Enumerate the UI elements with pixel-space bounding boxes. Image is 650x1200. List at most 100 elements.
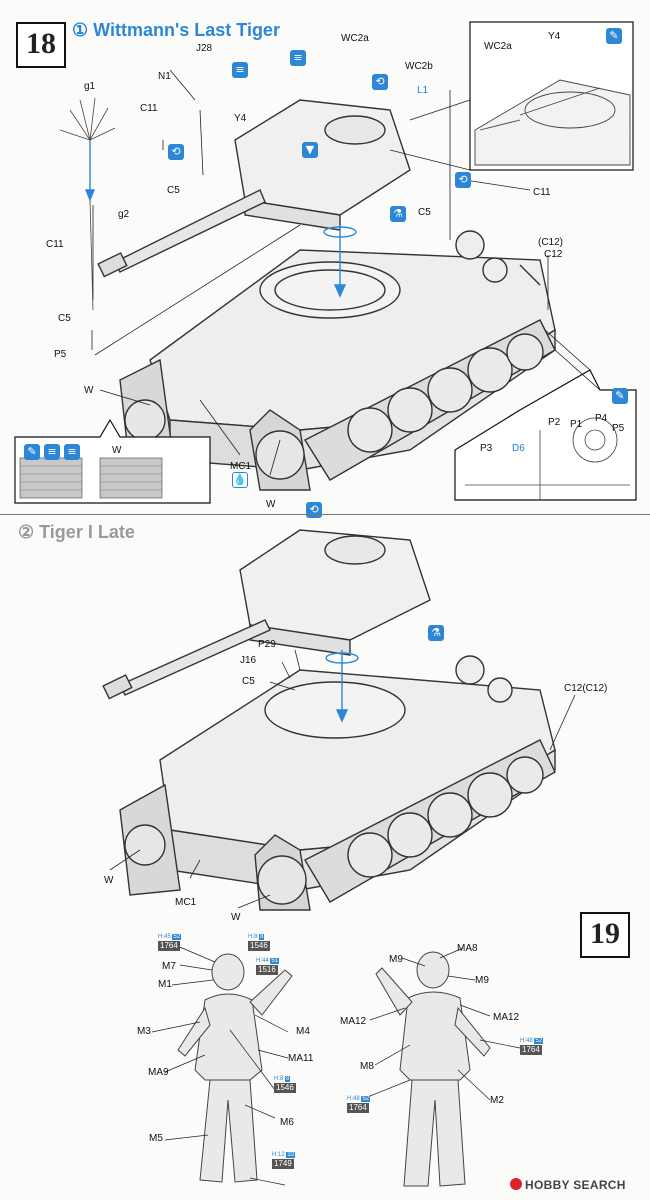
crew-figure-illustration (151, 944, 521, 1187)
paint-color-code: 1764 (347, 1103, 369, 1113)
inset-label-p5: P5 (612, 423, 625, 434)
paint-color-code: 1764 (520, 1045, 542, 1055)
paint-hobby-code: H:48 (347, 1096, 360, 1102)
part-label-c12-c12: C12(C12) (564, 683, 608, 694)
watermark-text: HOBBY SEARCH (525, 1178, 626, 1192)
paint-hobby-code: H:45 (158, 934, 171, 940)
part-label-c5-variant2: C5 (242, 676, 255, 687)
paint-index: 8 (259, 934, 265, 940)
step-18-number: 18 (16, 22, 66, 68)
part-label-n1: N1 (158, 71, 171, 82)
paint-hobby-code: H:44 (256, 958, 269, 964)
paint-ref: H:8 8 1546 (274, 1076, 296, 1093)
part-label-m5: M5 (149, 1133, 163, 1144)
paint-ref: H:44 51 1516 (256, 958, 280, 975)
part-label-c5-left: C5 (58, 313, 71, 324)
paint-color-code: 1546 (274, 1083, 296, 1093)
part-label-w-bottom: W (266, 499, 276, 510)
cement-icon: ⚗ (390, 206, 406, 222)
paint-ref: H:48 52 1764 (520, 1038, 544, 1055)
watermark-logo-icon (510, 1178, 522, 1190)
inset-label-d6: D6 (512, 443, 525, 454)
paint-index: 8 (285, 1076, 291, 1082)
paint-ref: H:48 52 1764 (347, 1096, 371, 1113)
paint-color-code: 1516 (256, 965, 278, 975)
paint-color-code: 1764 (158, 941, 180, 951)
part-label-m3: M3 (137, 1026, 151, 1037)
paint-hobby-code: H:8 (274, 1076, 284, 1082)
part-label-ma12-right: MA12 (493, 1012, 520, 1023)
paint-index: 52 (534, 1038, 544, 1044)
part-label-j16: J16 (240, 655, 257, 666)
decal-icon: ≡ (64, 444, 80, 460)
paint-brush-icon: ✎ (24, 444, 40, 460)
part-label-l1: L1 (417, 85, 429, 96)
part-label-j28: J28 (196, 43, 213, 54)
inset-label-p3: P3 (480, 443, 493, 454)
rotate-icon: ⟲ (372, 74, 388, 90)
variant-1-title: ① Wittmann's Last Tiger (72, 20, 280, 40)
part-label-ma11: MA11 (288, 1053, 314, 1064)
decal-icon: ≡ (232, 62, 248, 78)
paint-drop-icon: 💧 (232, 472, 248, 488)
cement-icon: ⚗ (428, 625, 444, 641)
part-label-y4: Y4 (234, 113, 247, 124)
watermark: HOBBY SEARCH (510, 1178, 626, 1192)
decal-icon: ≡ (290, 50, 306, 66)
part-label-m2: M2 (490, 1095, 504, 1106)
part-label-wc2a: WC2a (341, 33, 369, 44)
paint-color-code: 1546 (248, 941, 270, 951)
inset-label-p2: P2 (548, 417, 561, 428)
part-label-c11-left: C11 (140, 103, 158, 114)
paint-index: 51 (270, 958, 280, 964)
part-label-c5-right: C5 (418, 207, 431, 218)
part-label-c12: C12 (544, 249, 563, 260)
part-label-m6: M6 (280, 1117, 294, 1128)
tank-illustration-tiger-late (102, 529, 576, 911)
paint-color-code: 1749 (272, 1159, 294, 1169)
part-label-w-left: W (84, 385, 94, 396)
paint-index: 33 (286, 1152, 296, 1158)
inset-label-p4: P4 (595, 413, 608, 424)
part-label-m8: M8 (360, 1061, 374, 1072)
inset-label-w: W (112, 445, 122, 456)
paint-index: 52 (172, 934, 182, 940)
paint-hobby-code: H:12 (272, 1152, 285, 1158)
part-label-w-variant2-bottom: W (231, 912, 241, 923)
inset-label-y4: Y4 (548, 31, 561, 42)
part-label-w-variant2-left: W (104, 875, 114, 886)
inset-label-wc2a: WC2a (484, 41, 512, 52)
part-label-c11-far-left: C11 (46, 239, 64, 250)
paint-ref: H:8 8 1546 (248, 934, 270, 951)
paint-hobby-code: H:8 (248, 934, 258, 940)
part-label-p5: P5 (54, 349, 67, 360)
paint-index: 52 (361, 1096, 371, 1102)
tank-illustration-wittmann (14, 21, 637, 504)
part-label-m9-top: M9 (389, 954, 403, 965)
part-label-m4: M4 (296, 1026, 310, 1037)
variant-2-title: ② Tiger I Late (18, 522, 135, 542)
section-divider (0, 514, 650, 515)
part-label-p29: P29 (258, 639, 276, 650)
paint-brush-icon: ✎ (606, 28, 622, 44)
part-label-m9-right: M9 (475, 975, 489, 986)
rotate-icon: ⟲ (168, 144, 184, 160)
part-label-mc1-variant2: MC1 (175, 897, 197, 908)
part-label-g2: g2 (118, 209, 130, 220)
paint-ref: H:45 52 1764 (158, 934, 182, 951)
part-label-mc1: MC1 (230, 461, 252, 472)
part-label-c5-top: C5 (167, 185, 180, 196)
inset-label-p1: P1 (570, 419, 583, 430)
part-label-ma12-left: MA12 (340, 1016, 367, 1027)
part-label-g1: g1 (84, 81, 96, 92)
part-label-ma8: MA8 (457, 943, 478, 954)
decal-icon: ≡ (44, 444, 60, 460)
paint-brush-icon: ✎ (612, 388, 628, 404)
part-label-wc2b: WC2b (405, 61, 433, 72)
part-label-c12-paren: (C12) (538, 237, 564, 248)
paint-ref: H:12 33 1749 (272, 1152, 296, 1169)
part-label-c11-right: C11 (533, 187, 551, 198)
part-label-m7: M7 (162, 961, 176, 972)
step-19-number: 19 (580, 912, 630, 958)
rotate-icon: ⟲ (455, 172, 471, 188)
